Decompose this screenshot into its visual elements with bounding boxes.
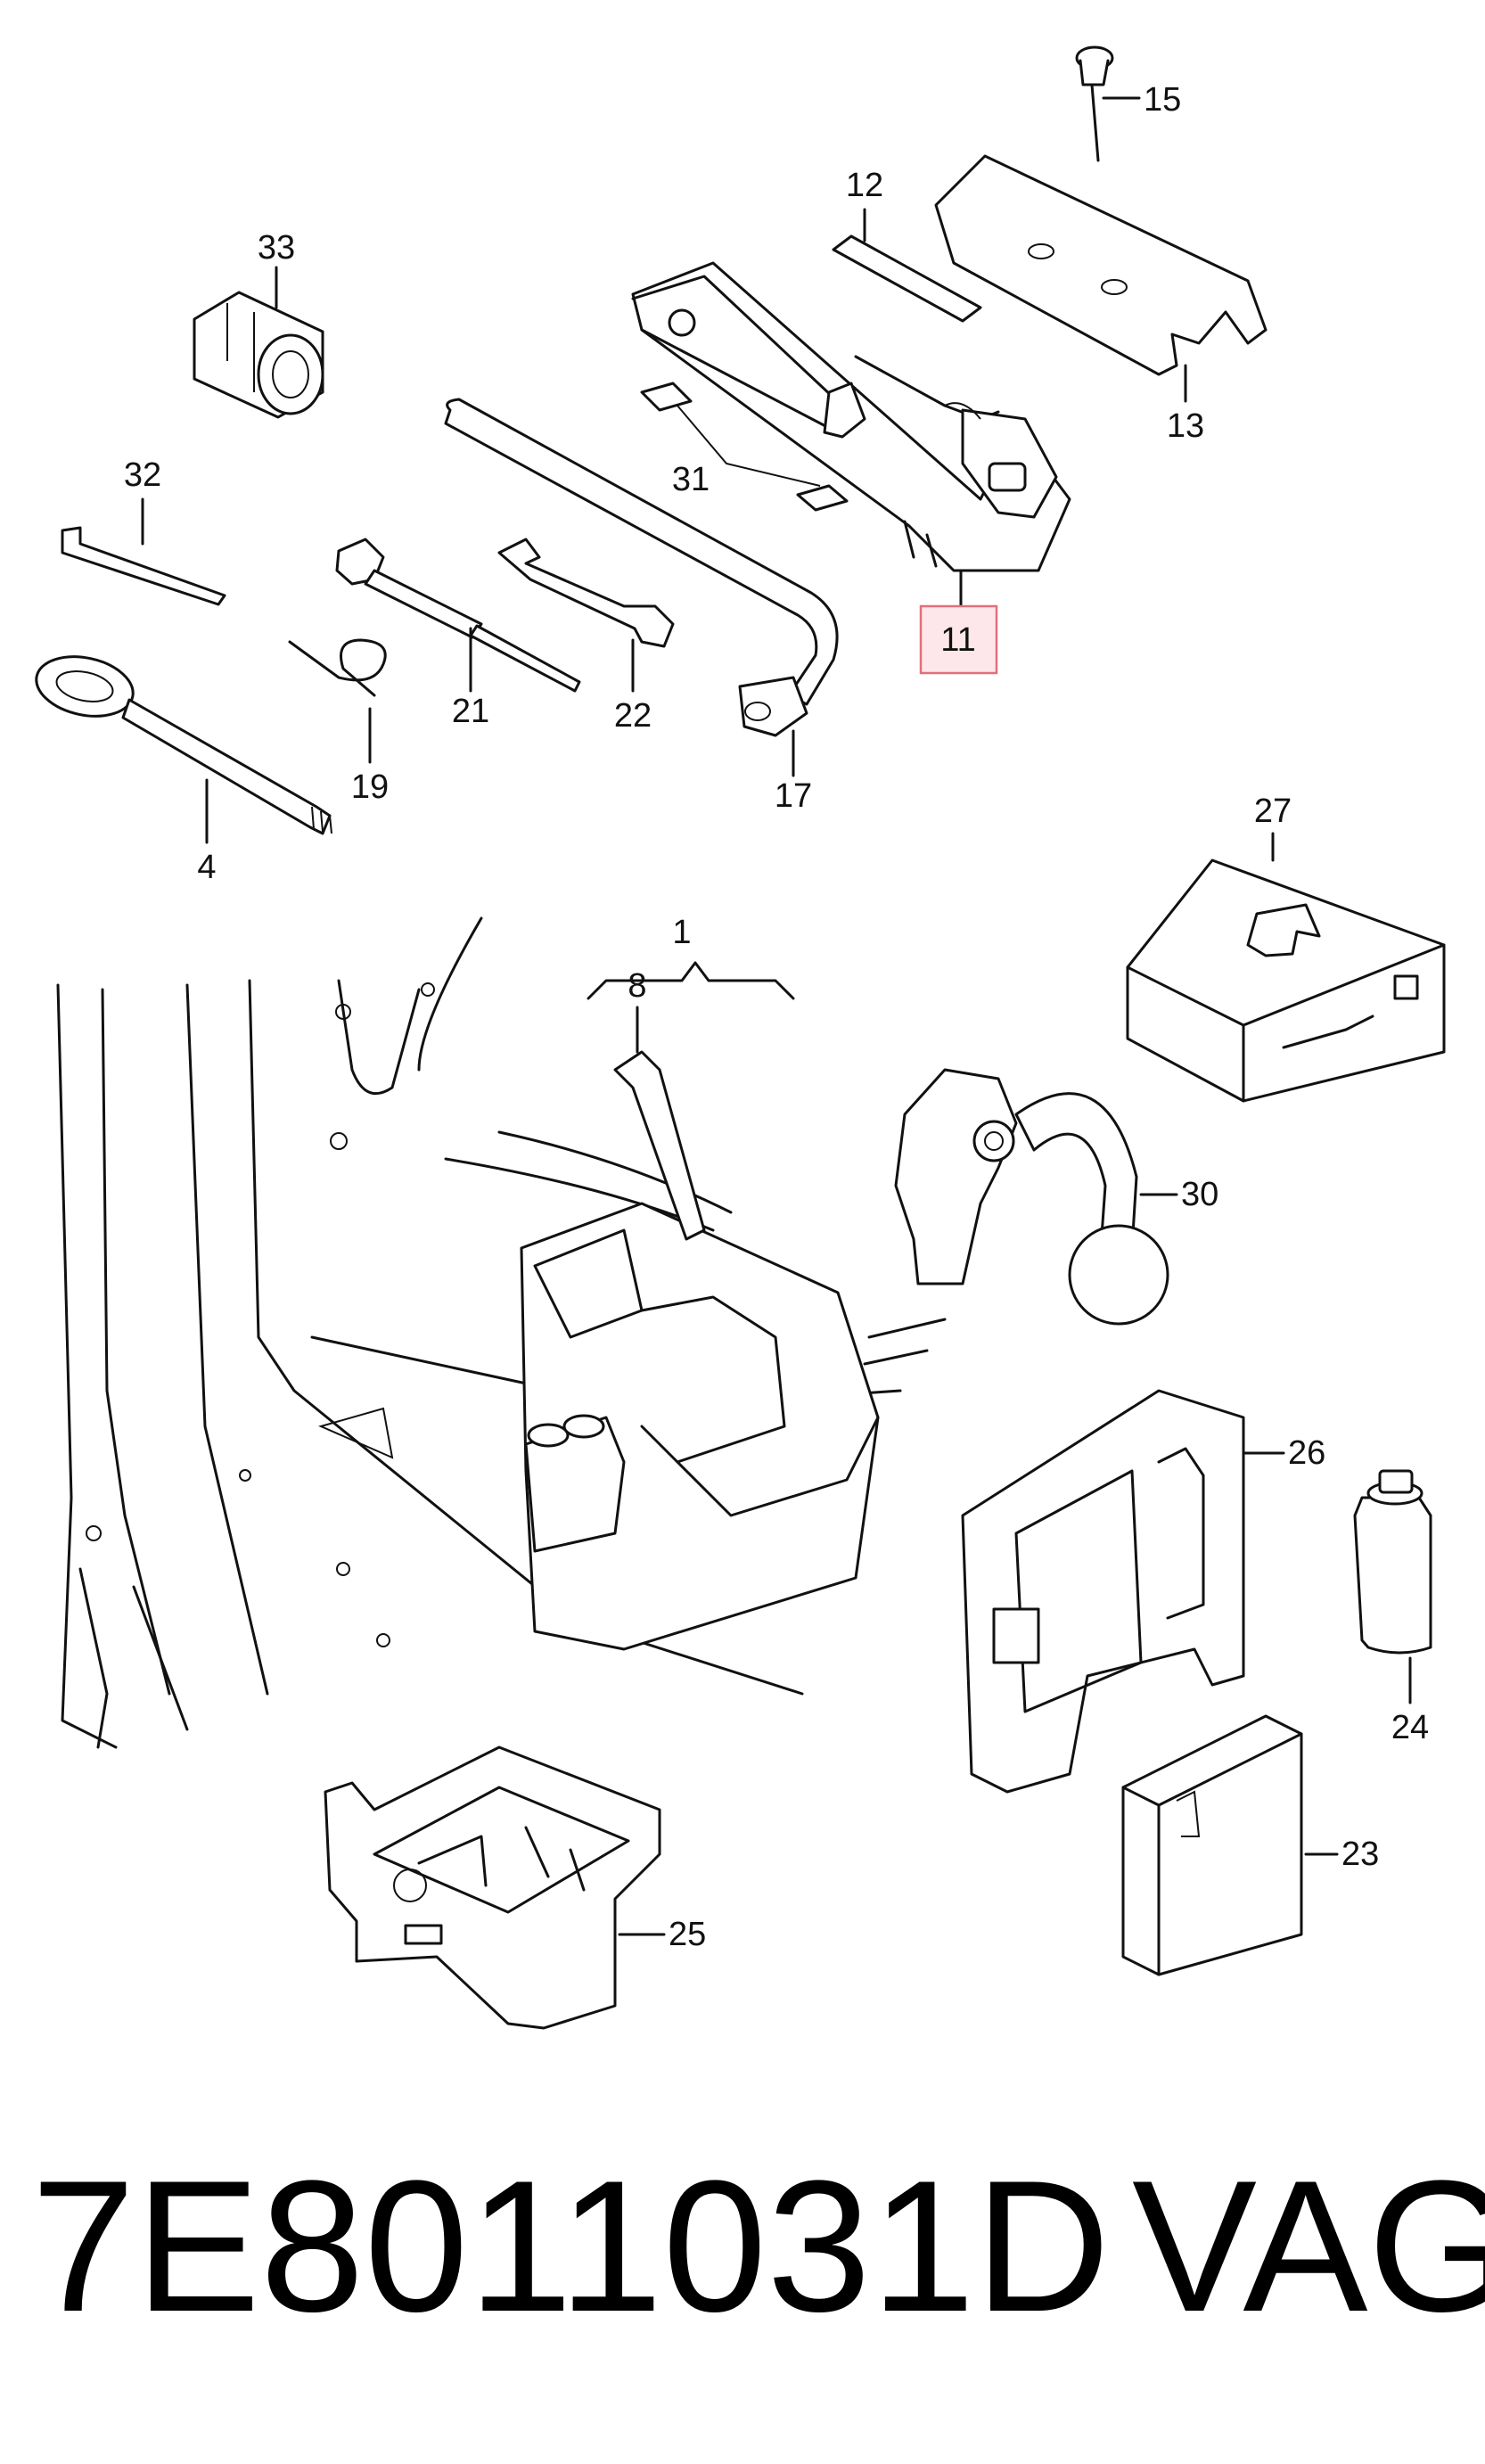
bottle-24 — [1353, 1469, 1432, 1704]
label-21: 21 — [452, 693, 489, 730]
spare-tool-holder-1 — [520, 1202, 880, 1651]
label-11: 11 — [940, 621, 975, 659]
brand-name: VAG — [1132, 2141, 1485, 2351]
part-number: 7E8011031D — [31, 2141, 1111, 2351]
socket-adapter-33 — [193, 266, 324, 419]
holder-13 — [934, 154, 1268, 403]
box-23 — [1121, 1714, 1339, 1976]
label-32: 32 — [124, 456, 161, 494]
label-17: 17 — [775, 777, 812, 815]
frame-26 — [961, 1389, 1285, 1794]
label-31: 31 — [672, 461, 710, 498]
vehicle-floor-section — [56, 916, 947, 1749]
pads-31 — [640, 382, 849, 512]
label-15: 15 — [1144, 81, 1181, 119]
label-30: 30 — [1181, 1176, 1218, 1213]
toolbox-27 — [1126, 832, 1446, 1103]
label-1: 1 — [672, 914, 691, 951]
label-24: 24 — [1391, 1709, 1429, 1746]
label-22: 22 — [614, 697, 652, 735]
wrench-22 — [497, 538, 675, 693]
bracket-1 — [587, 961, 795, 1000]
towing-eye-4 — [35, 655, 332, 844]
label-8: 8 — [628, 967, 646, 1005]
label-25: 25 — [669, 1916, 706, 1953]
label-33: 33 — [258, 229, 295, 267]
label-12: 12 — [846, 167, 883, 204]
label-4: 4 — [197, 849, 216, 886]
highlight-box-11 — [919, 604, 998, 675]
label-19: 19 — [351, 768, 389, 806]
strip-12 — [832, 208, 982, 323]
hex-key-32 — [61, 497, 226, 606]
label-13: 13 — [1167, 407, 1204, 445]
jack-11 — [631, 261, 1071, 617]
label-23: 23 — [1341, 1836, 1379, 1873]
jack-handle-8 — [613, 1006, 706, 1241]
wheel-brace-17 — [444, 398, 839, 777]
label-26: 26 — [1288, 1434, 1325, 1472]
screwdriver-21 — [335, 538, 581, 693]
label-27: 27 — [1254, 793, 1292, 830]
dipstick-15 — [1075, 45, 1141, 162]
towbar-30 — [894, 1068, 1178, 1326]
tray-25 — [324, 1745, 666, 2030]
spring-clip-19 — [288, 638, 387, 764]
